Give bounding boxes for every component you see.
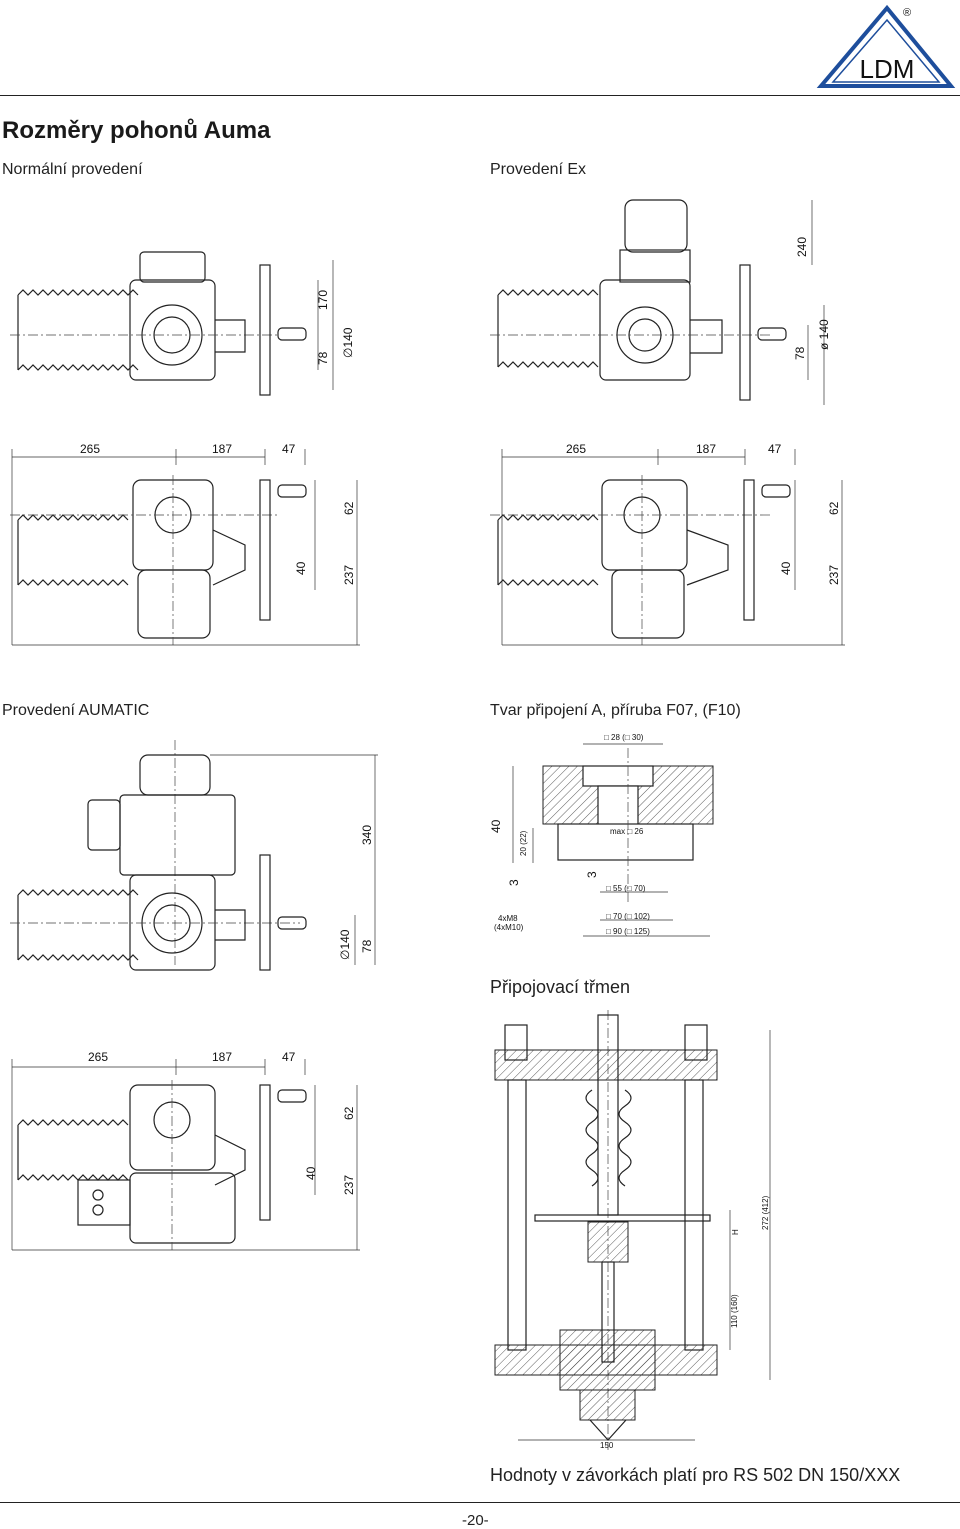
dim-237-ex: 237 — [827, 565, 841, 585]
dim-187: 187 — [212, 442, 232, 456]
page-number: -20- — [462, 1512, 489, 1529]
flange-dim-max: max □ 26 — [610, 827, 644, 836]
aumatic-side-drawing: 340 ∅140 78 — [10, 740, 378, 971]
dim-265-aumatic: 265 — [88, 1050, 108, 1064]
dim-140-aumatic: ∅140 — [338, 929, 352, 960]
ldm-logo: LDM ® — [815, 2, 957, 94]
dim-47: 47 — [282, 442, 296, 456]
yoke-dim-h: H — [731, 1229, 740, 1235]
aumatic-top-drawing: 265 187 47 62 40 237 — [11, 1050, 360, 1251]
flange-dim-90: □ 90 (□ 125) — [606, 927, 650, 936]
section-flange-label: Tvar připojení A, příruba F07, (F10) — [490, 702, 741, 719]
yoke-drawing: H 272 (412) 110 (160) 150 — [494, 1010, 771, 1450]
dim-187-ex: 187 — [696, 442, 716, 456]
footer-rule — [0, 1502, 960, 1503]
page-title: Rozměry pohonů Auma — [2, 117, 271, 144]
flange-dim-28: □ 28 (□ 30) — [604, 733, 644, 742]
dim-187-aumatic: 187 — [212, 1050, 232, 1064]
flange-detail-drawing: □ 28 (□ 30) max □ 26 40 20 (22) 3 3 □ 55… — [489, 733, 714, 937]
dim-140: ∅140 — [341, 327, 355, 358]
dim-170: 170 — [316, 290, 330, 310]
dim-265: 265 — [80, 442, 100, 456]
flange-bolts-m8: 4xM8 — [498, 914, 518, 923]
flange-dim-3b: 3 — [585, 871, 599, 878]
dim-237-aumatic: 237 — [342, 1175, 356, 1195]
flange-bolts-m10: (4xM10) — [494, 923, 524, 932]
dim-340: 340 — [360, 825, 374, 845]
ldm-logo-icon: LDM ® — [816, 4, 956, 88]
registered-mark: ® — [903, 7, 911, 19]
ex-top-drawing: 265 187 47 62 40 237 — [490, 442, 845, 646]
dim-47-ex: 47 — [768, 442, 782, 456]
flange-dim-3: 3 — [507, 879, 521, 886]
dim-78: 78 — [316, 351, 330, 365]
section-ex-label: Provedení Ex — [490, 161, 587, 178]
dim-78-aumatic: 78 — [360, 939, 374, 953]
dim-62-ex: 62 — [827, 501, 841, 515]
footer-note: Hodnoty v závorkách platí pro RS 502 DN … — [490, 1465, 901, 1485]
flange-dim-20: 20 (22) — [519, 830, 528, 856]
dim-237: 237 — [342, 565, 356, 585]
dim-40-aumatic: 40 — [304, 1166, 318, 1180]
yoke-dim-272: 272 (412) — [761, 1195, 770, 1230]
yoke-dim-150: 150 — [600, 1441, 614, 1450]
dim-62: 62 — [342, 501, 356, 515]
dim-40-ex: 40 — [779, 561, 793, 575]
flange-dim-40: 40 — [489, 819, 503, 833]
flange-dim-70: □ 70 (□ 102) — [606, 912, 650, 921]
dim-240: 240 — [795, 237, 809, 257]
logo-text: LDM — [860, 54, 915, 84]
dim-62-aumatic: 62 — [342, 1106, 356, 1120]
section-yoke-label: Připojovací třmen — [490, 977, 631, 997]
normal-side-drawing: 170 78 ∅140 — [10, 251, 355, 396]
normal-top-drawing: 265 187 47 62 40 237 — [10, 442, 360, 646]
yoke-dim-110: 110 (160) — [730, 1294, 739, 1328]
ex-side-drawing: 240 78 ø 140 — [490, 199, 831, 405]
header-rule — [0, 95, 960, 96]
section-normal-label: Normální provedení — [2, 161, 143, 178]
dim-265-ex: 265 — [566, 442, 586, 456]
dim-40: 40 — [294, 561, 308, 575]
dim-140-ex: ø 140 — [817, 319, 831, 350]
dim-47-aumatic: 47 — [282, 1050, 296, 1064]
section-aumatic-label: Provedení AUMATIC — [2, 702, 150, 719]
dim-78-ex: 78 — [793, 346, 807, 360]
flange-dim-55: □ 55 (□ 70) — [606, 884, 646, 893]
